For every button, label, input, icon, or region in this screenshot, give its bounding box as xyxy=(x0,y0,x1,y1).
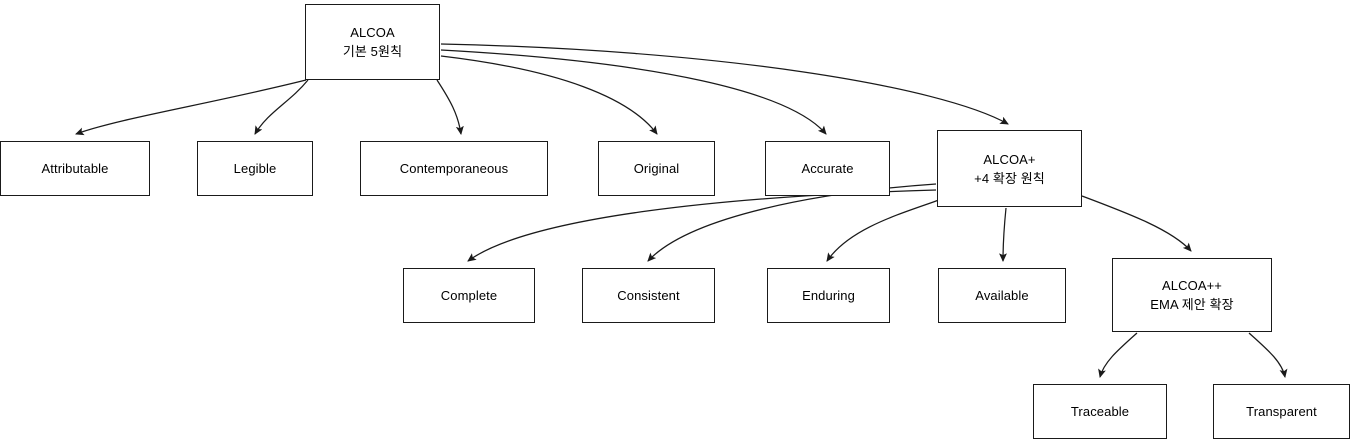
node-alcoa-plusplus[interactable]: ALCOA++ EMA 제안 확장 xyxy=(1112,258,1272,332)
node-complete[interactable]: Complete xyxy=(403,268,535,323)
node-label-line1: Original xyxy=(633,161,680,176)
node-label-line1: ALCOA++ xyxy=(1162,278,1222,293)
edge-alcoa-plus-to-alcoa-plusplus xyxy=(1081,195,1192,252)
node-label-line1: Legible xyxy=(233,161,277,176)
node-label-line1: Transparent xyxy=(1246,404,1317,419)
edge-alcoa-plus-to-enduring xyxy=(826,199,940,262)
node-accurate[interactable]: Accurate xyxy=(765,141,890,196)
node-alcoa-root[interactable]: ALCOA 기본 5원칙 xyxy=(305,4,440,80)
edge-alcoa-plusplus-to-traceable xyxy=(1098,332,1138,378)
node-label-line1: Consistent xyxy=(617,288,680,303)
node-label-line2: +4 확장 원칙 xyxy=(974,170,1045,186)
node-consistent[interactable]: Consistent xyxy=(582,268,715,323)
edge-alcoa-plusplus-to-transparent xyxy=(1248,332,1288,378)
node-alcoa-plus[interactable]: ALCOA+ +4 확장 원칙 xyxy=(937,130,1082,207)
node-label-line1: Complete xyxy=(440,288,498,303)
edge-alcoa-plus-to-available xyxy=(999,207,1008,263)
edge-alcoa-root-to-attributable xyxy=(75,79,307,136)
node-enduring[interactable]: Enduring xyxy=(767,268,890,323)
node-label-line2: 기본 5원칙 xyxy=(342,44,403,59)
node-transparent[interactable]: Transparent xyxy=(1213,384,1350,439)
node-contemporaneous[interactable]: Contemporaneous xyxy=(360,141,548,196)
edge-alcoa-root-to-accurate xyxy=(440,49,827,135)
edge-alcoa-plus-to-complete xyxy=(467,189,937,262)
node-label-line1: ALCOA+ xyxy=(983,151,1036,167)
node-legible[interactable]: Legible xyxy=(197,141,313,196)
node-label-line1: Accurate xyxy=(801,161,854,176)
edge-alcoa-root-to-original xyxy=(440,55,658,135)
node-available[interactable]: Available xyxy=(938,268,1066,323)
edge-alcoa-root-to-alcoa-plus xyxy=(440,43,1009,125)
node-label-line2: EMA 제안 확장 xyxy=(1150,297,1234,312)
node-label-line1: Enduring xyxy=(802,288,855,303)
node-label-line1: Available xyxy=(975,288,1029,303)
node-original[interactable]: Original xyxy=(598,141,715,196)
node-traceable[interactable]: Traceable xyxy=(1033,384,1167,439)
node-label-line1: ALCOA xyxy=(350,25,395,40)
node-attributable[interactable]: Attributable xyxy=(0,141,150,196)
node-label-line1: Attributable xyxy=(41,161,109,176)
edge-alcoa-root-to-legible xyxy=(254,79,309,135)
edge-alcoa-root-to-contemporaneous xyxy=(436,79,464,135)
node-label-line1: Contemporaneous xyxy=(399,161,509,176)
node-label-line1: Traceable xyxy=(1070,404,1130,419)
